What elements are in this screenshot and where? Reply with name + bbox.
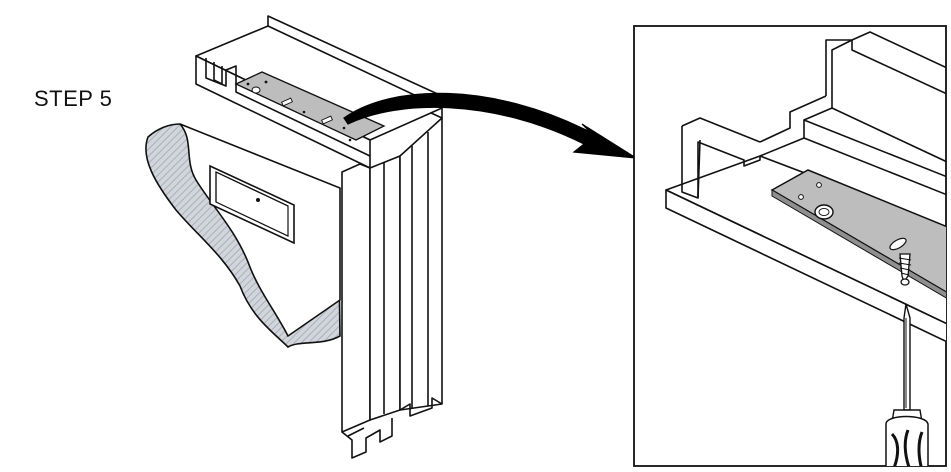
screwdriver-icon [885,303,929,466]
strike-cutout [209,164,295,245]
detail-view [665,31,946,343]
step-label: STEP 5 [34,86,113,111]
wall-section [145,123,341,349]
screw-icon [898,253,912,286]
